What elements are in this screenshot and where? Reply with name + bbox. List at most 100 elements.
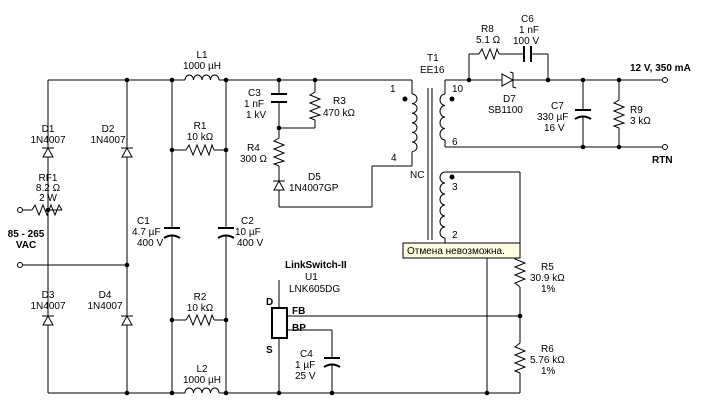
t1-core: EE16 (420, 65, 445, 76)
diode-d2 (121, 146, 133, 158)
r9-value: 3 kΩ (630, 116, 651, 127)
r1-value: 10 kΩ (187, 132, 214, 143)
diode-d5 (273, 175, 285, 191)
resistor-r6 (513, 342, 527, 374)
c7-name: C7 (551, 101, 564, 112)
c3-voltage: 1 kV (246, 110, 266, 121)
resistor-rf1 (31, 203, 63, 217)
r2-name: R2 (194, 292, 207, 303)
r1-name: R1 (194, 121, 207, 132)
r6-tolerance: 1% (541, 366, 556, 377)
linkswitch-label: LinkSwitch-II (285, 260, 347, 271)
d2-value: 1N4007 (90, 135, 125, 146)
l2-name: L2 (196, 364, 208, 375)
capacitor-c6 (523, 46, 532, 62)
c6-voltage: 100 V (513, 36, 539, 47)
diode-d3 (42, 314, 54, 326)
capacitor-c7 (574, 109, 592, 120)
d2-name: D2 (102, 124, 115, 135)
pin-6-label: 6 (452, 137, 458, 148)
ic-u1 (271, 307, 288, 339)
diode-d7 (501, 71, 520, 89)
d5-name: D5 (308, 172, 321, 183)
c7-voltage: 16 V (544, 123, 565, 134)
rf1-power: 2 W (39, 193, 57, 204)
r3-name: R3 (333, 96, 346, 107)
c6-value: 1 nF (519, 25, 539, 36)
inductor-l2 (184, 387, 220, 394)
r2-value: 10 kΩ (187, 303, 214, 314)
d7-value: SB1100 (488, 105, 523, 116)
l1-name: L1 (196, 50, 208, 61)
r5-tolerance: 1% (541, 284, 556, 295)
capacitor-c3 (271, 93, 287, 103)
pin-bp-label: BP (292, 323, 306, 334)
d1-name: D1 (42, 124, 55, 135)
resistor-r8 (478, 47, 500, 61)
input-vac-label: VAC (16, 240, 36, 251)
l1-value: 1000 µH (183, 61, 221, 72)
resistor-r5 (513, 254, 527, 288)
component-labels: L1 1000 µH L2 1000 µH D1 1N4007 D2 1N400… (8, 14, 691, 386)
pin-2-label: 2 (452, 230, 458, 241)
tooltip-text: Отмена невозможна. (407, 246, 505, 257)
inductor-l1 (184, 74, 220, 81)
c4-name: C4 (300, 349, 313, 360)
resistor-r3 (308, 91, 322, 121)
c7-value: 330 µF (537, 112, 568, 123)
r4-name: R4 (247, 143, 260, 154)
c6-name: C6 (521, 14, 534, 25)
r6-name: R6 (541, 344, 554, 355)
pin-1-label: 1 (390, 84, 396, 95)
c2-name: C2 (241, 216, 254, 227)
r8-name: R8 (481, 24, 494, 35)
c1-voltage: 400 V (137, 238, 163, 249)
d1-value: 1N4007 (30, 135, 65, 146)
pin-d-label: D (266, 297, 273, 308)
d3-name: D3 (42, 290, 55, 301)
d3-value: 1N4007 (30, 301, 65, 312)
resistor-r4 (272, 137, 286, 167)
pin-s-label: S (266, 345, 273, 356)
resistor-r1 (185, 143, 215, 157)
d5-value: 1N4007GP (289, 183, 339, 194)
l2-value: 1000 µH (183, 375, 221, 386)
c1-value: 4.7 µF (132, 227, 161, 238)
pin-3-label: 3 (452, 182, 458, 193)
r9-name: R9 (630, 105, 643, 116)
capacitor-c2 (217, 227, 235, 239)
resistor-r2 (185, 313, 215, 327)
c2-voltage: 400 V (237, 238, 263, 249)
rf1-name: RF1 (39, 173, 58, 184)
d4-name: D4 (99, 290, 112, 301)
terminals (17, 77, 668, 268)
r3-value: 470 kΩ (323, 108, 355, 119)
rf1-value: 8.2 Ω (36, 183, 61, 194)
capacitor-c1 (163, 227, 181, 239)
transformer-t1 (402, 88, 455, 240)
c1-name: C1 (137, 216, 150, 227)
tooltip: Отмена невозможна. (402, 242, 521, 259)
d7-name: D7 (503, 94, 516, 105)
u1-value: LNK605DG (289, 284, 340, 295)
input-voltage-label: 85 - 265 (8, 229, 45, 240)
r8-value: 5.1 Ω (476, 35, 501, 46)
pin-fb-label: FB (292, 306, 305, 317)
diode-d4 (121, 314, 133, 326)
r4-value: 300 Ω (240, 154, 267, 165)
rtn-label: RTN (652, 155, 673, 166)
d4-value: 1N4007 (87, 301, 122, 312)
resistor-r9 (612, 99, 626, 129)
nc-label: NC (410, 170, 424, 181)
u1-name: U1 (305, 272, 318, 283)
wiring (22, 53, 662, 394)
c3-value: 1 nF (244, 99, 264, 110)
t1-name: T1 (427, 53, 439, 64)
c3-name: C3 (248, 88, 261, 99)
output-voltage-label: 12 V, 350 mA (630, 63, 691, 74)
c2-value: 10 µF (235, 227, 261, 238)
diode-d1 (42, 146, 54, 158)
r5-name: R5 (541, 262, 554, 273)
c4-value: 1 µF (295, 360, 315, 371)
